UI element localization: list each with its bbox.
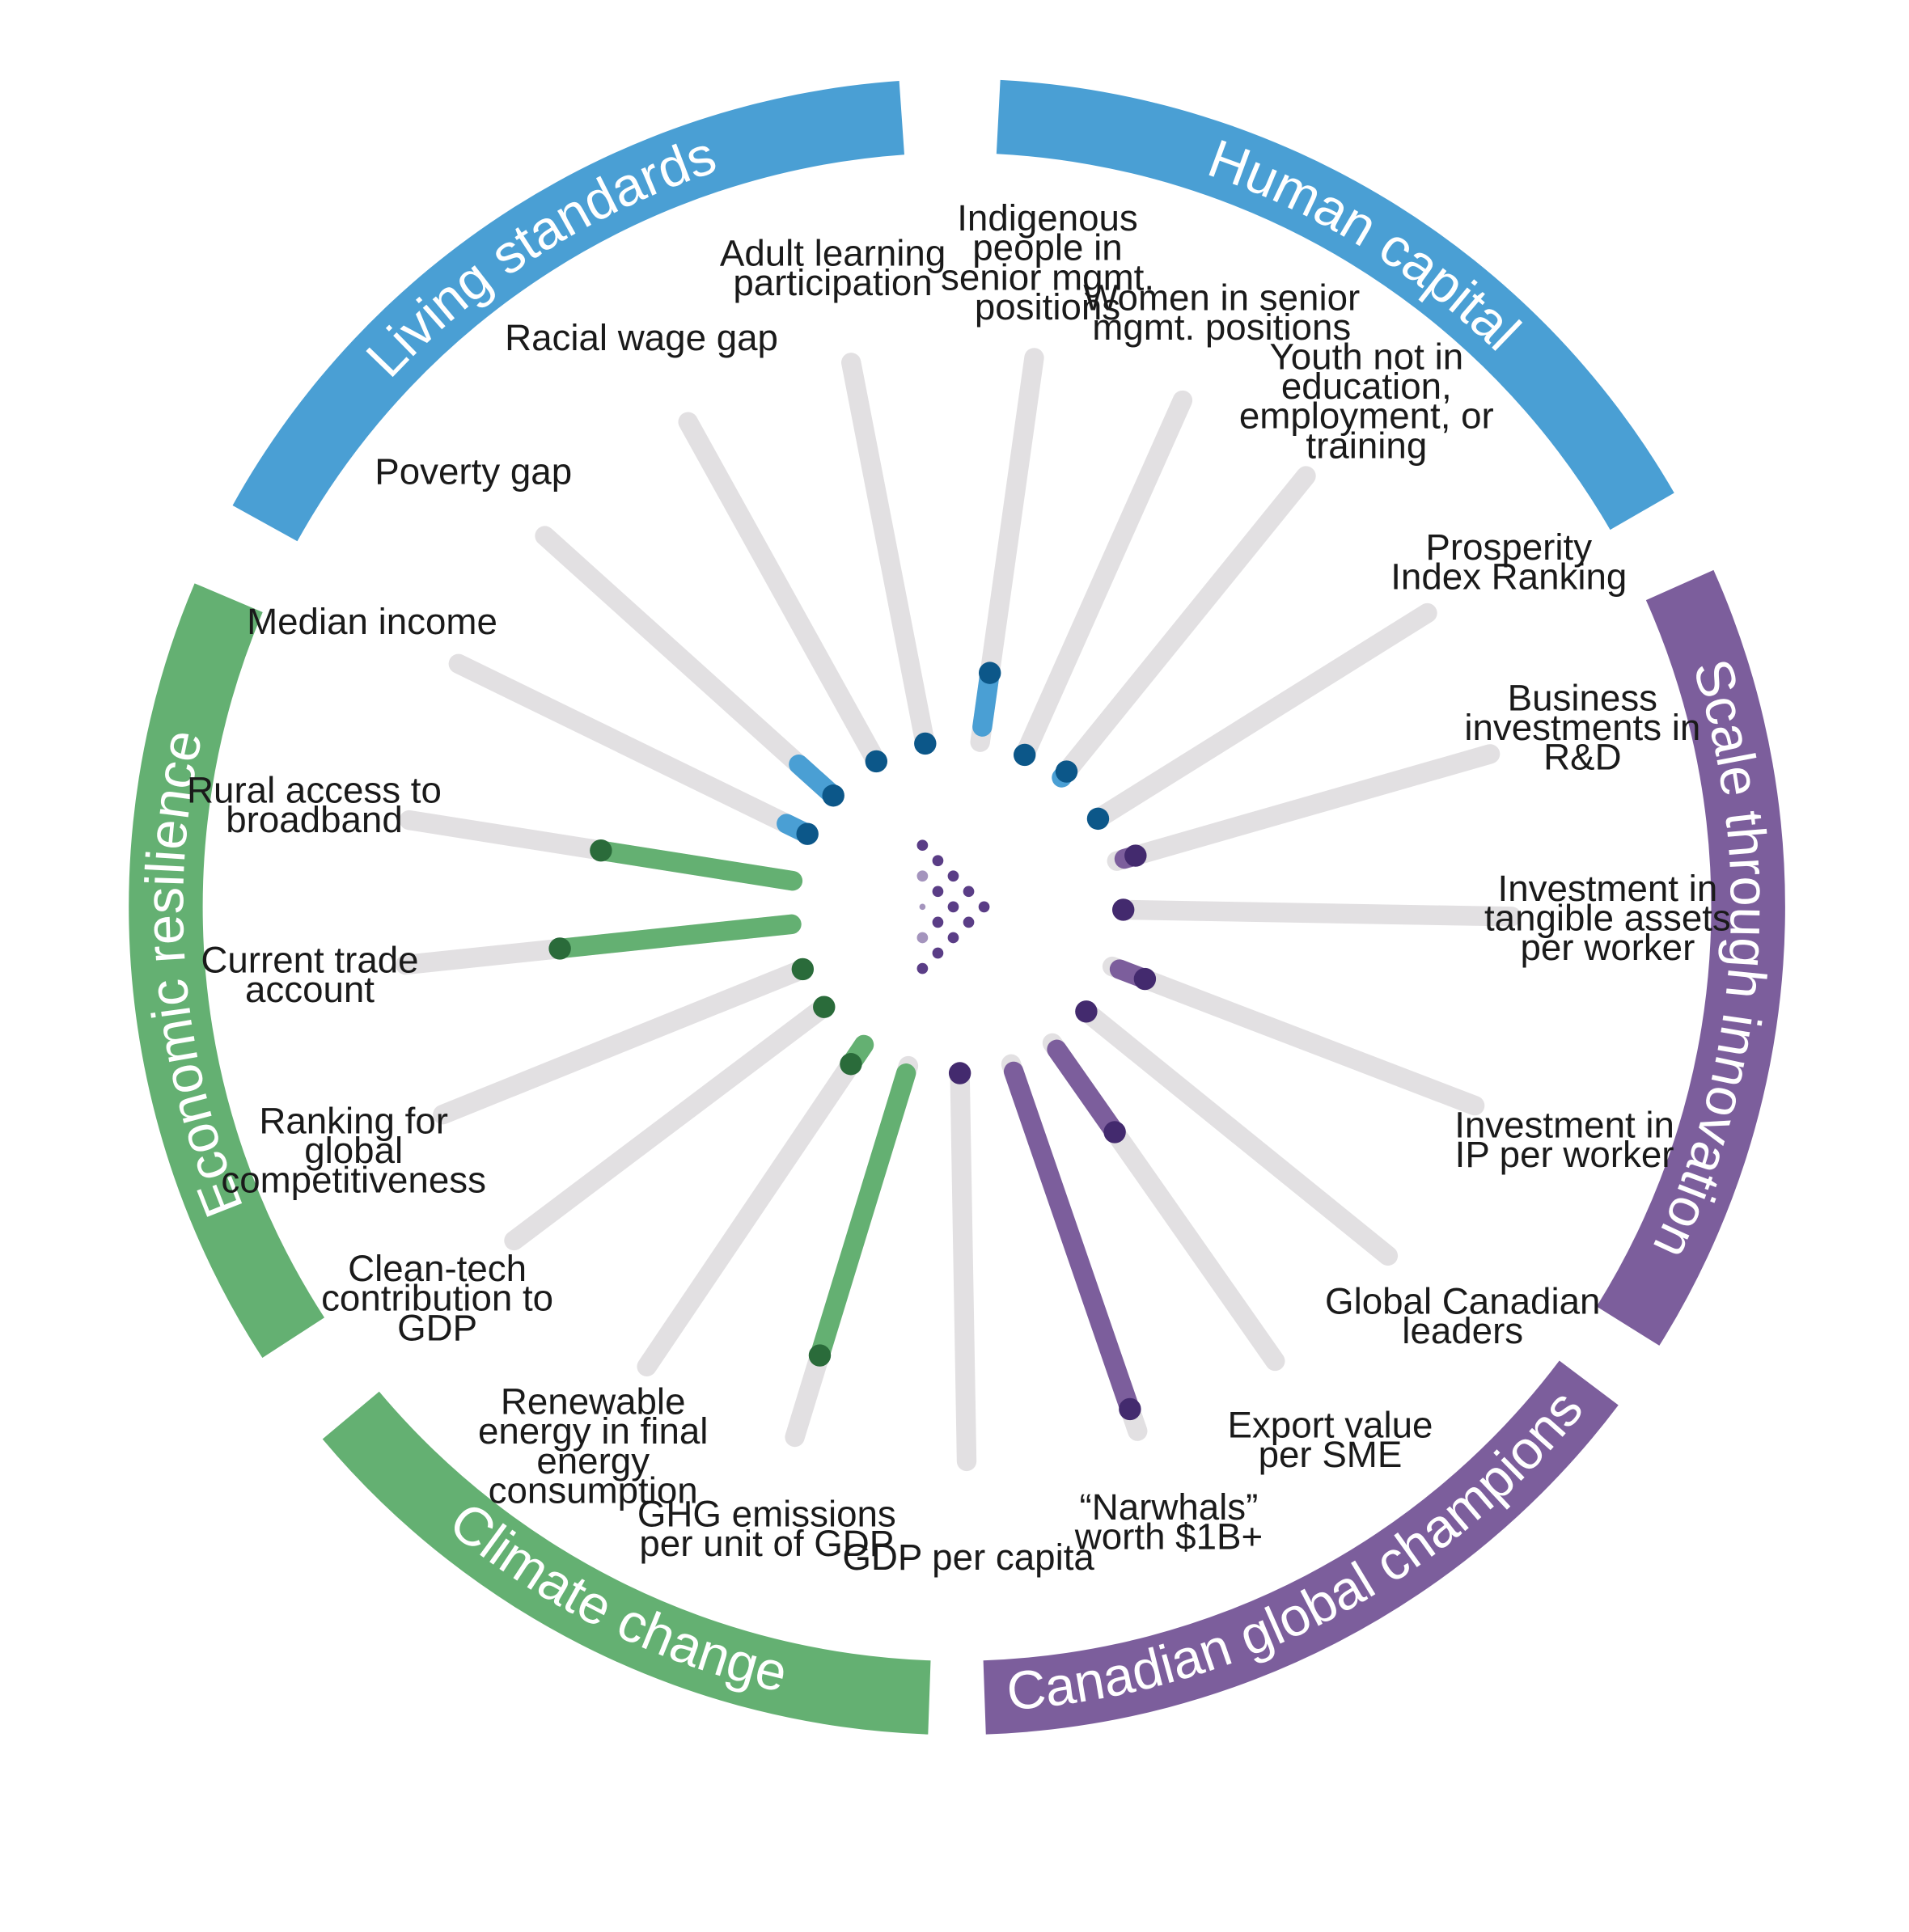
- indicator-dots: [548, 662, 1157, 1421]
- ring-segment-3: [322, 1391, 931, 1735]
- indicator-track: [448, 653, 818, 844]
- ring-segment-1: [1596, 569, 1785, 1346]
- indicator-dot: [1013, 743, 1036, 767]
- logo-dot: [919, 903, 926, 911]
- indicator-bar: [1047, 1039, 1125, 1143]
- indicator-bar: [1003, 1061, 1141, 1419]
- indicator-track: [678, 412, 887, 772]
- indicator-dot: [1086, 807, 1110, 831]
- indicator-dot: [1119, 1397, 1141, 1421]
- indicator-track: [1014, 390, 1193, 765]
- logo-dot: [947, 901, 959, 913]
- indicator-bar: [810, 1063, 916, 1366]
- indicator-track: [504, 996, 834, 1251]
- logo-dot: [963, 886, 975, 898]
- indicator-dot: [808, 1344, 832, 1367]
- indicator-label: “Narwhals”worth $1B+: [1074, 1486, 1263, 1558]
- indicator-track: [1113, 899, 1522, 927]
- ring-segment-0: [996, 79, 1674, 531]
- logo-dot: [947, 870, 959, 882]
- indicator-label: Poverty gap: [375, 450, 572, 492]
- center-logo-icon: [916, 839, 990, 974]
- indicator-track: [535, 526, 844, 805]
- indicator-dot: [548, 937, 571, 960]
- indicator-track: [1102, 956, 1485, 1116]
- indicator-dot: [1124, 844, 1147, 867]
- indicator-track: [637, 1034, 874, 1376]
- indicator-dot: [840, 1053, 862, 1076]
- indicator-dot: [1133, 967, 1157, 991]
- logo-dot: [932, 886, 944, 898]
- indicator-dot: [796, 822, 819, 845]
- category-ring: [129, 79, 1785, 1735]
- indicator-track: [1088, 602, 1437, 829]
- indicator-bar: [590, 840, 803, 891]
- indicator-dot: [1103, 1121, 1126, 1144]
- logo-dot: [932, 947, 944, 959]
- indicator-track: [1076, 1001, 1399, 1266]
- indicator-dot: [1111, 898, 1135, 921]
- indicator-dot: [813, 996, 836, 1018]
- logo-dot: [947, 932, 959, 944]
- logo-dot: [916, 932, 929, 944]
- logo-dot: [932, 916, 944, 928]
- indicator-dot: [590, 839, 612, 862]
- indicator-track: [950, 1063, 977, 1472]
- indicator-label: GDP per capita: [842, 1537, 1094, 1578]
- indicator-dot: [1075, 1000, 1098, 1023]
- ring-segment-5: [232, 81, 905, 542]
- indicator-dot: [978, 662, 1001, 684]
- indicator-label: Racial wage gap: [505, 317, 778, 358]
- indicator-dot: [865, 750, 888, 773]
- indicator-track: [1052, 466, 1316, 788]
- indicator-dot: [791, 958, 815, 981]
- logo-dot: [916, 962, 929, 974]
- ring-segment-2: [983, 1360, 1619, 1735]
- logo-dot: [932, 855, 944, 867]
- indicator-track: [433, 959, 813, 1125]
- indicator-label: Median income: [247, 601, 497, 642]
- indicator-track: [841, 353, 935, 754]
- logo-dot: [963, 916, 975, 928]
- indicator-dot: [948, 1062, 971, 1084]
- logo-dot: [978, 901, 990, 913]
- indicator-bar: [549, 914, 802, 959]
- ring-segment-4: [129, 583, 325, 1358]
- indicator-dot: [914, 732, 937, 755]
- indicator-dot: [822, 784, 844, 807]
- logo-dot: [916, 839, 929, 852]
- indicator-track: [1107, 744, 1501, 871]
- indicator-dot: [1055, 760, 1078, 783]
- logo-dot: [916, 870, 929, 882]
